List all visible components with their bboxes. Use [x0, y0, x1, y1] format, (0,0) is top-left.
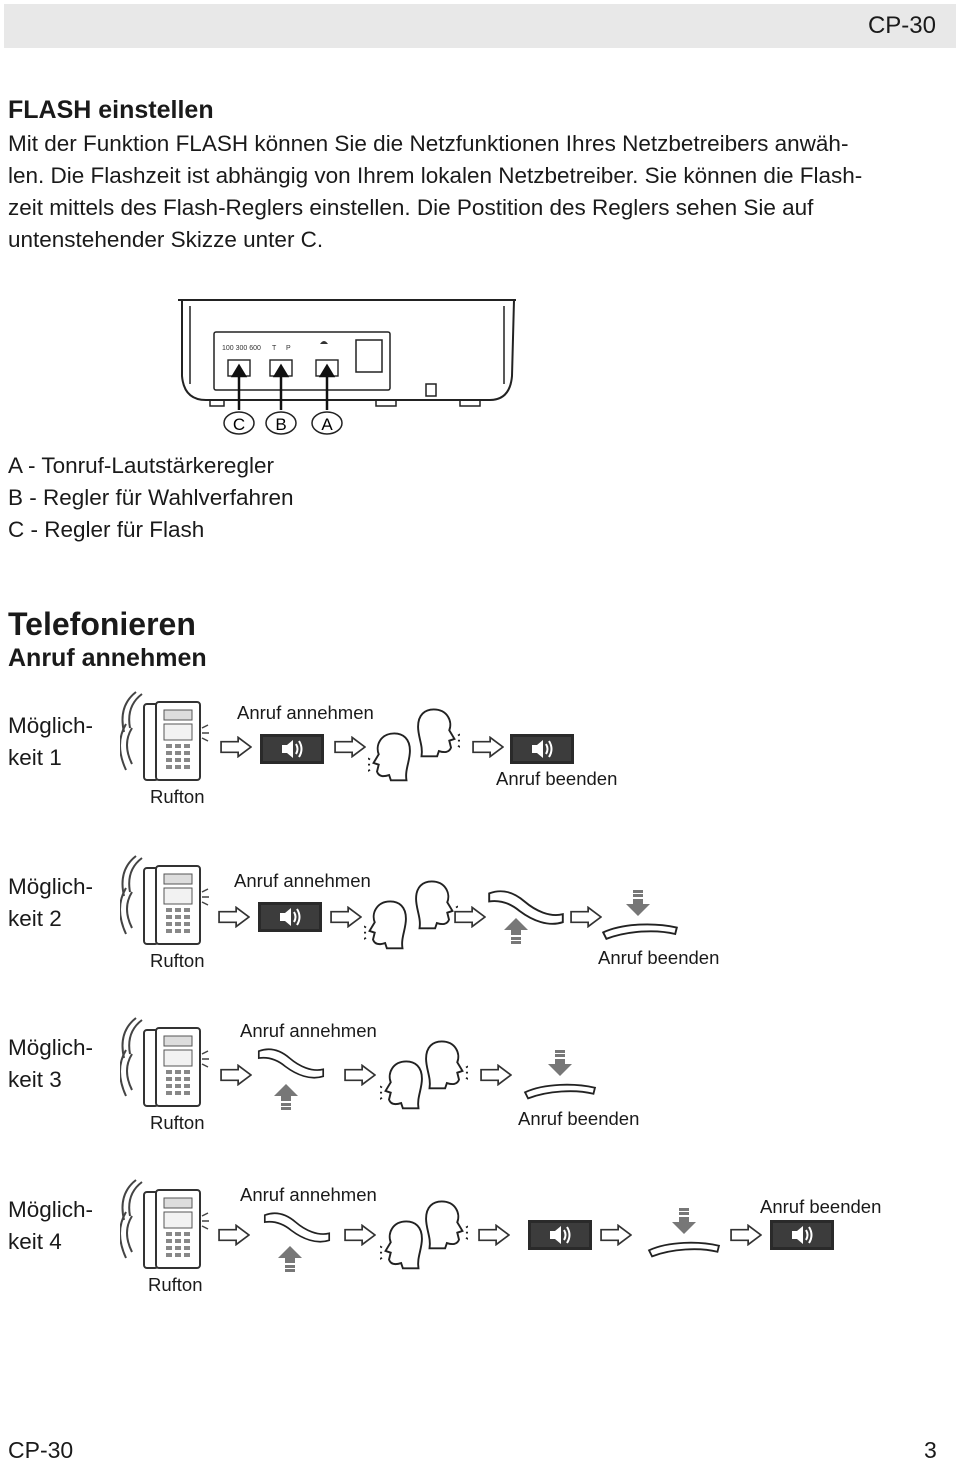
arrow-icon — [218, 1224, 250, 1246]
arrow-icon — [334, 736, 366, 758]
switch-text-tone: T — [272, 345, 277, 352]
ringing-phone-icon — [120, 852, 220, 952]
end-label: Anruf beenden — [518, 1108, 640, 1129]
arrow-down-icon — [626, 890, 650, 916]
arrow-up-icon — [274, 1084, 298, 1110]
switch-text-pulse: P — [286, 345, 291, 352]
footer-title: CP-30 — [8, 1437, 74, 1463]
switch-text-flash: 100 300 600 — [222, 345, 261, 352]
speaker-key-icon — [260, 734, 324, 764]
flash-line: Mit der Funktion FLASH können Sie die Ne… — [8, 131, 849, 156]
telefonieren-heading: Telefonieren — [8, 606, 196, 642]
arrow-icon — [344, 1224, 376, 1246]
arrow-icon — [570, 906, 602, 928]
arrow-up-icon — [504, 918, 528, 944]
end-label: Anruf beenden — [760, 1196, 882, 1217]
option-4-label: Möglich- keit 4 — [8, 1197, 94, 1254]
diagram-label-c: C — [233, 415, 245, 434]
option-1-label: Möglich- keit 1 — [8, 713, 94, 770]
speaking-head-icon — [424, 1198, 468, 1250]
ringing-phone-icon — [120, 1176, 220, 1276]
rufton-label: Rufton — [150, 786, 205, 807]
arrow-icon — [480, 1064, 512, 1086]
end-label: Anruf beenden — [598, 947, 720, 968]
handset-hung-up-icon — [522, 1078, 598, 1102]
rufton-label: Rufton — [150, 950, 205, 971]
handset-hung-up-icon — [600, 918, 680, 942]
speaking-head-icon — [368, 730, 412, 782]
speaker-key-icon — [528, 1220, 592, 1250]
handset-hung-up-icon — [646, 1236, 722, 1260]
page-number: 3 — [924, 1437, 937, 1463]
diagram-label-a: A — [321, 415, 333, 434]
anruf-annehmen-heading: Anruf annehmen — [8, 644, 207, 672]
arrow-icon — [600, 1224, 632, 1246]
flash-heading: FLASH einstellen — [8, 96, 214, 124]
speaking-head-icon — [364, 898, 408, 950]
accept-label: Anruf annehmen — [237, 702, 374, 723]
flash-line: len. Die Flashzeit ist abhängig von Ihre… — [8, 163, 863, 188]
header-bar — [4, 4, 956, 48]
arrow-icon — [454, 906, 486, 928]
arrow-icon — [478, 1224, 510, 1246]
flash-line: zeit mittels des Flash-Reglers einstelle… — [8, 195, 814, 220]
accept-label: Anruf annehmen — [240, 1184, 377, 1205]
legend-a: A - Tonruf-Lautstärkeregler — [8, 453, 274, 478]
arrow-up-icon — [278, 1246, 302, 1272]
end-label: Anruf beenden — [496, 768, 618, 789]
arrow-icon — [730, 1224, 762, 1246]
arrow-icon — [330, 906, 362, 928]
flash-line: untenstehender Skizze unter C. — [8, 227, 324, 252]
handset-lifted-icon — [256, 1044, 326, 1082]
rufton-label: Rufton — [148, 1274, 203, 1295]
flash-paragraph: Mit der Funktion FLASH können Sie die Ne… — [8, 128, 938, 256]
handset-lifted-icon — [262, 1208, 332, 1246]
arrow-icon — [220, 1064, 252, 1086]
speaker-key-icon — [770, 1220, 834, 1250]
legend-c: C - Regler für Flash — [8, 517, 205, 542]
accept-label: Anruf annehmen — [240, 1020, 377, 1041]
arrow-down-icon — [672, 1208, 696, 1234]
speaking-head-icon — [414, 878, 458, 930]
option-3-label: Möglich- keit 3 — [8, 1035, 94, 1092]
arrow-icon — [472, 736, 504, 758]
arrow-icon — [220, 736, 252, 758]
ringing-phone-icon — [120, 1014, 220, 1114]
speaking-head-icon — [416, 706, 460, 758]
ringing-phone-icon — [120, 688, 220, 788]
speaker-key-icon — [258, 902, 322, 932]
arrow-icon — [218, 906, 250, 928]
rufton-label: Rufton — [150, 1112, 205, 1133]
diagram-label-b: B — [275, 415, 286, 434]
speaker-key-icon — [510, 734, 574, 764]
legend-b: B - Regler für Wahlverfahren — [8, 485, 294, 510]
device-diagram: 100 300 600 T P C B A — [178, 299, 516, 435]
accept-label: Anruf annehmen — [234, 870, 371, 891]
arrow-down-icon — [548, 1050, 572, 1076]
speaking-head-icon — [380, 1218, 424, 1270]
option-2-label: Möglich- keit 2 — [8, 874, 94, 931]
arrow-icon — [344, 1064, 376, 1086]
header-title: CP-30 — [867, 12, 936, 39]
speaking-head-icon — [380, 1058, 424, 1110]
speaking-head-icon — [424, 1038, 468, 1090]
